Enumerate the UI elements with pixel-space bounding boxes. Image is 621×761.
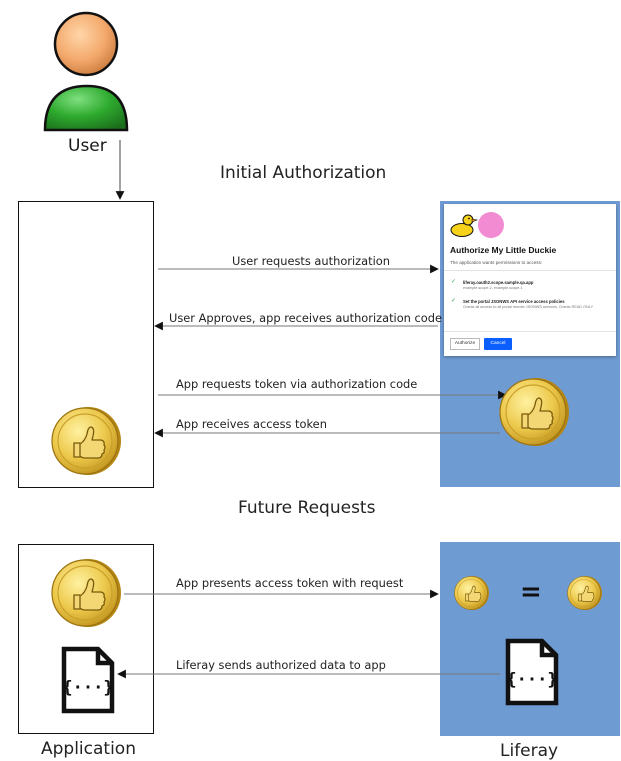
equals-sign: = [520,577,542,607]
coin-thumbs-up-icon [567,575,603,611]
coin-thumbs-up-icon [51,406,122,476]
scope1-title: liferay.oauth2.scope.sample.qa.app [463,280,534,285]
check-icon: ✓ [451,298,457,304]
scope2-title: Set the portal JSONWS API service access… [463,299,565,304]
duck-icon [450,212,504,238]
initial-authorization-heading: Initial Authorization [220,163,387,183]
dialog-subtitle: The application wants permissions to acc… [450,260,543,265]
coin-thumbs-up-icon [51,558,122,628]
coin-thumbs-up-icon [499,377,570,447]
coin-thumbs-up-icon [454,575,490,611]
divider [444,331,616,332]
liferay-label: Liferay [500,741,559,761]
user-label: User [68,136,107,156]
message-app-requests-token: App requests token via authorization cod… [176,377,418,391]
message-user-requests-authorization: User requests authorization [232,254,390,268]
user-icon [43,11,129,132]
application-label: Application [41,739,136,759]
message-app-presents-token: App presents access token with request [176,576,404,590]
divider [444,270,616,271]
message-app-receives-token: App receives access token [176,417,327,431]
scope2-desc: Grants all access to all portal remote J… [463,305,594,309]
authorize-button[interactable]: Authorize [450,338,480,350]
future-requests-heading: Future Requests [238,498,376,518]
scope1-desc: example.scope.2, example.scope.1 [463,286,523,290]
message-user-approves: User Approves, app receives authorizatio… [169,311,442,325]
cancel-button[interactable]: Cancel [484,338,512,350]
message-liferay-sends-data: Liferay sends authorized data to app [176,658,386,672]
authorization-dialog: Authorize My Little Duckie The applicati… [444,204,616,356]
json-file-icon [506,641,557,703]
check-icon: ✓ [451,279,457,285]
dialog-title: Authorize My Little Duckie [450,245,557,255]
json-file-icon [62,649,113,711]
